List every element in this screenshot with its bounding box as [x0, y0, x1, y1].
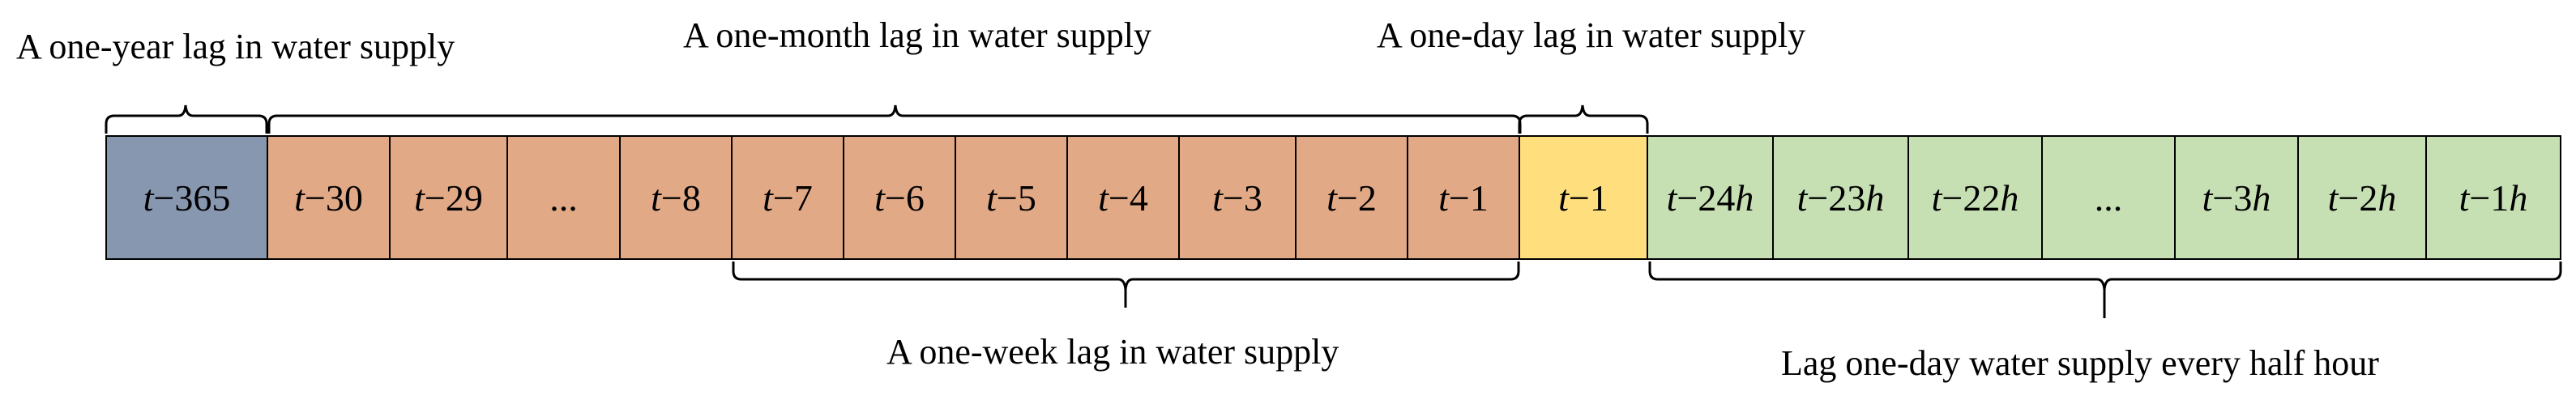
cell-t-4: t−4: [1066, 135, 1180, 260]
cell-t-29: t−29: [389, 135, 508, 260]
cell-t-6: t−6: [843, 135, 956, 260]
bracket-half-hour: [1648, 262, 2562, 318]
label-one-year-lag: A one-year lag in water supply: [16, 27, 455, 66]
bracket-week: [732, 262, 1520, 308]
label-half-hour-lag: Lag one-day water supply every half hour: [1781, 343, 2379, 383]
cell-t-8: t−8: [619, 135, 733, 260]
cell-t-365: t−365: [105, 135, 268, 260]
cell-t-7: t−7: [731, 135, 844, 260]
label-one-month-lag: A one-month lag in water supply: [683, 15, 1152, 55]
cell-t-1-month: t−1: [1407, 135, 1520, 260]
bracket-month: [267, 104, 1522, 134]
label-one-week-lag: A one-week lag in water supply: [886, 332, 1339, 372]
bracket-year: [105, 104, 268, 134]
cell-hour-ellipsis: ...: [2041, 135, 2176, 260]
cell-t-2: t−2: [1295, 135, 1408, 260]
bracket-day: [1518, 104, 1649, 134]
cell-t-3: t−3: [1178, 135, 1297, 260]
cell-t-1-day: t−1: [1519, 135, 1648, 260]
cell-t-5: t−5: [955, 135, 1068, 260]
cell-month-ellipsis: ...: [506, 135, 621, 260]
cell-t-30: t−30: [267, 135, 391, 260]
label-one-day-lag: A one-day lag in water supply: [1377, 15, 1806, 55]
